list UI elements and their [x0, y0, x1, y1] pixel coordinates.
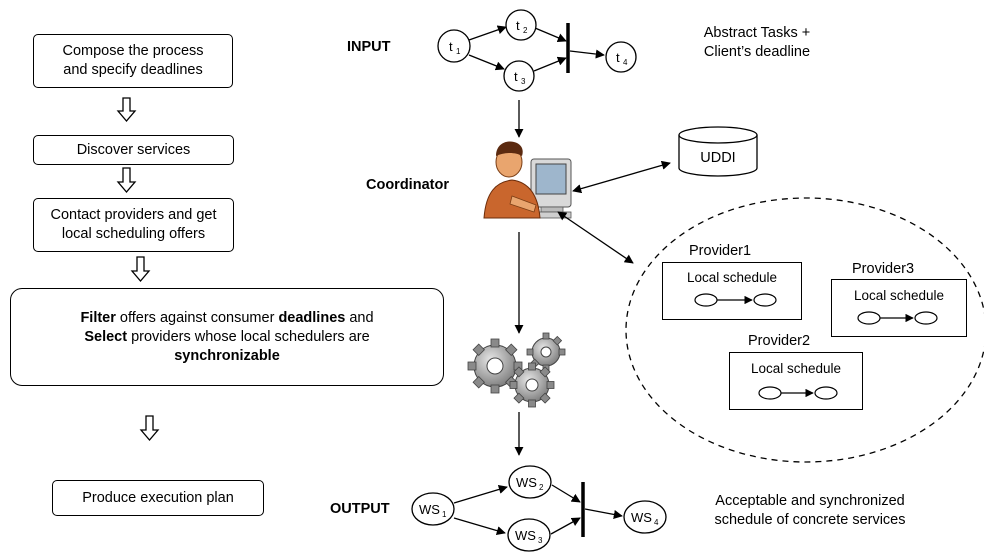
- output-label: OUTPUT: [330, 501, 390, 517]
- svg-text:3: 3: [538, 536, 543, 545]
- step-filter-line2: Select providers whose local schedulers …: [84, 328, 370, 345]
- step-contact: Contact providers and get local scheduli…: [33, 198, 234, 252]
- svg-text:t: t: [449, 39, 453, 54]
- svg-text:1: 1: [442, 510, 447, 519]
- step-compose-line2: and specify deadlines: [63, 62, 203, 78]
- provider3-mini-schedule: [857, 311, 938, 325]
- provider2-mini-schedule: [758, 386, 838, 400]
- step-compose: Compose the process and specify deadline…: [33, 34, 233, 88]
- provider1-schedule-box: Local schedule: [662, 262, 802, 320]
- provider3-schedule-box: Local schedule: [831, 279, 967, 337]
- svg-text:WS: WS: [515, 528, 536, 543]
- acceptable-note-line1: Acceptable and synchronized: [715, 493, 905, 509]
- svg-text:t: t: [616, 50, 620, 65]
- hollow-down-arrow-icon: [139, 415, 160, 442]
- step-filter-line3: synchronizable: [174, 347, 280, 364]
- abstract-note-line1: Abstract Tasks +: [703, 25, 811, 41]
- output-node-ws2: WS 2: [508, 465, 552, 499]
- svg-text:t: t: [514, 69, 518, 84]
- input-node-t3: t 3: [503, 60, 535, 92]
- step-contact-line1: Contact providers and get: [50, 207, 217, 223]
- uddi-database-icon: UDDI: [678, 126, 758, 177]
- svg-text:t: t: [516, 18, 520, 33]
- svg-text:4: 4: [623, 58, 628, 67]
- step-discover-label: Discover services: [76, 141, 191, 158]
- svg-text:2: 2: [539, 483, 544, 492]
- step-filter-line1: Filter offers against consumer deadlines…: [80, 309, 374, 326]
- acceptable-note-line2: schedule of concrete services: [714, 512, 906, 528]
- step-produce: Produce execution plan: [52, 480, 264, 516]
- uddi-label: UDDI: [700, 150, 735, 166]
- provider1-name: Provider1: [689, 243, 752, 259]
- coordinator-providers-arrow: [557, 211, 634, 264]
- svg-text:4: 4: [654, 518, 659, 527]
- provider2-schedule-box: Local schedule: [729, 352, 863, 410]
- provider1-schedule-label: Local schedule: [686, 270, 778, 285]
- acceptable-schedule-note: Acceptable and synchronized schedule of …: [700, 492, 920, 530]
- abstract-note-line2: Client’s deadline: [703, 44, 811, 60]
- step-filter-select: Filter offers against consumer deadlines…: [10, 288, 444, 386]
- provider2-name: Provider2: [748, 333, 811, 349]
- hollow-down-arrow-icon: [116, 167, 137, 194]
- provider3-name: Provider3: [852, 261, 915, 277]
- output-node-ws3: WS 3: [507, 518, 551, 552]
- provider2-schedule-label: Local schedule: [750, 361, 842, 376]
- input-node-t4: t 4: [605, 41, 637, 73]
- output-node-ws4: WS 4: [623, 500, 667, 534]
- hollow-down-arrow-icon: [130, 256, 151, 283]
- input-task-graph: [468, 23, 605, 73]
- person-at-computer-icon: [483, 141, 572, 219]
- abstract-tasks-note: Abstract Tasks + Client’s deadline: [672, 24, 842, 62]
- step-contact-line2: local scheduling offers: [61, 226, 206, 242]
- provider1-mini-schedule: [694, 293, 777, 307]
- coordinator-uddi-arrow: [572, 160, 671, 194]
- step-discover: Discover services: [33, 135, 234, 165]
- coordinator-label: Coordinator: [366, 177, 449, 193]
- step-compose-line1: Compose the process: [62, 43, 204, 59]
- svg-text:WS: WS: [516, 475, 537, 490]
- step-produce-label: Produce execution plan: [82, 489, 234, 506]
- input-label: INPUT: [347, 39, 391, 55]
- input-node-t2: t 2: [505, 9, 537, 41]
- svg-text:WS: WS: [631, 510, 652, 525]
- output-node-ws1: WS 1: [411, 492, 455, 526]
- hollow-down-arrow-icon: [116, 97, 137, 123]
- svg-text:WS: WS: [419, 502, 440, 517]
- svg-text:2: 2: [523, 26, 528, 35]
- gears-icon: [467, 332, 566, 408]
- output-service-graph: [453, 482, 623, 537]
- svg-text:1: 1: [456, 47, 461, 56]
- provider3-schedule-label: Local schedule: [853, 288, 945, 303]
- svg-text:3: 3: [521, 77, 526, 86]
- providers-region: [625, 197, 984, 463]
- input-node-t1: t 1: [437, 29, 471, 63]
